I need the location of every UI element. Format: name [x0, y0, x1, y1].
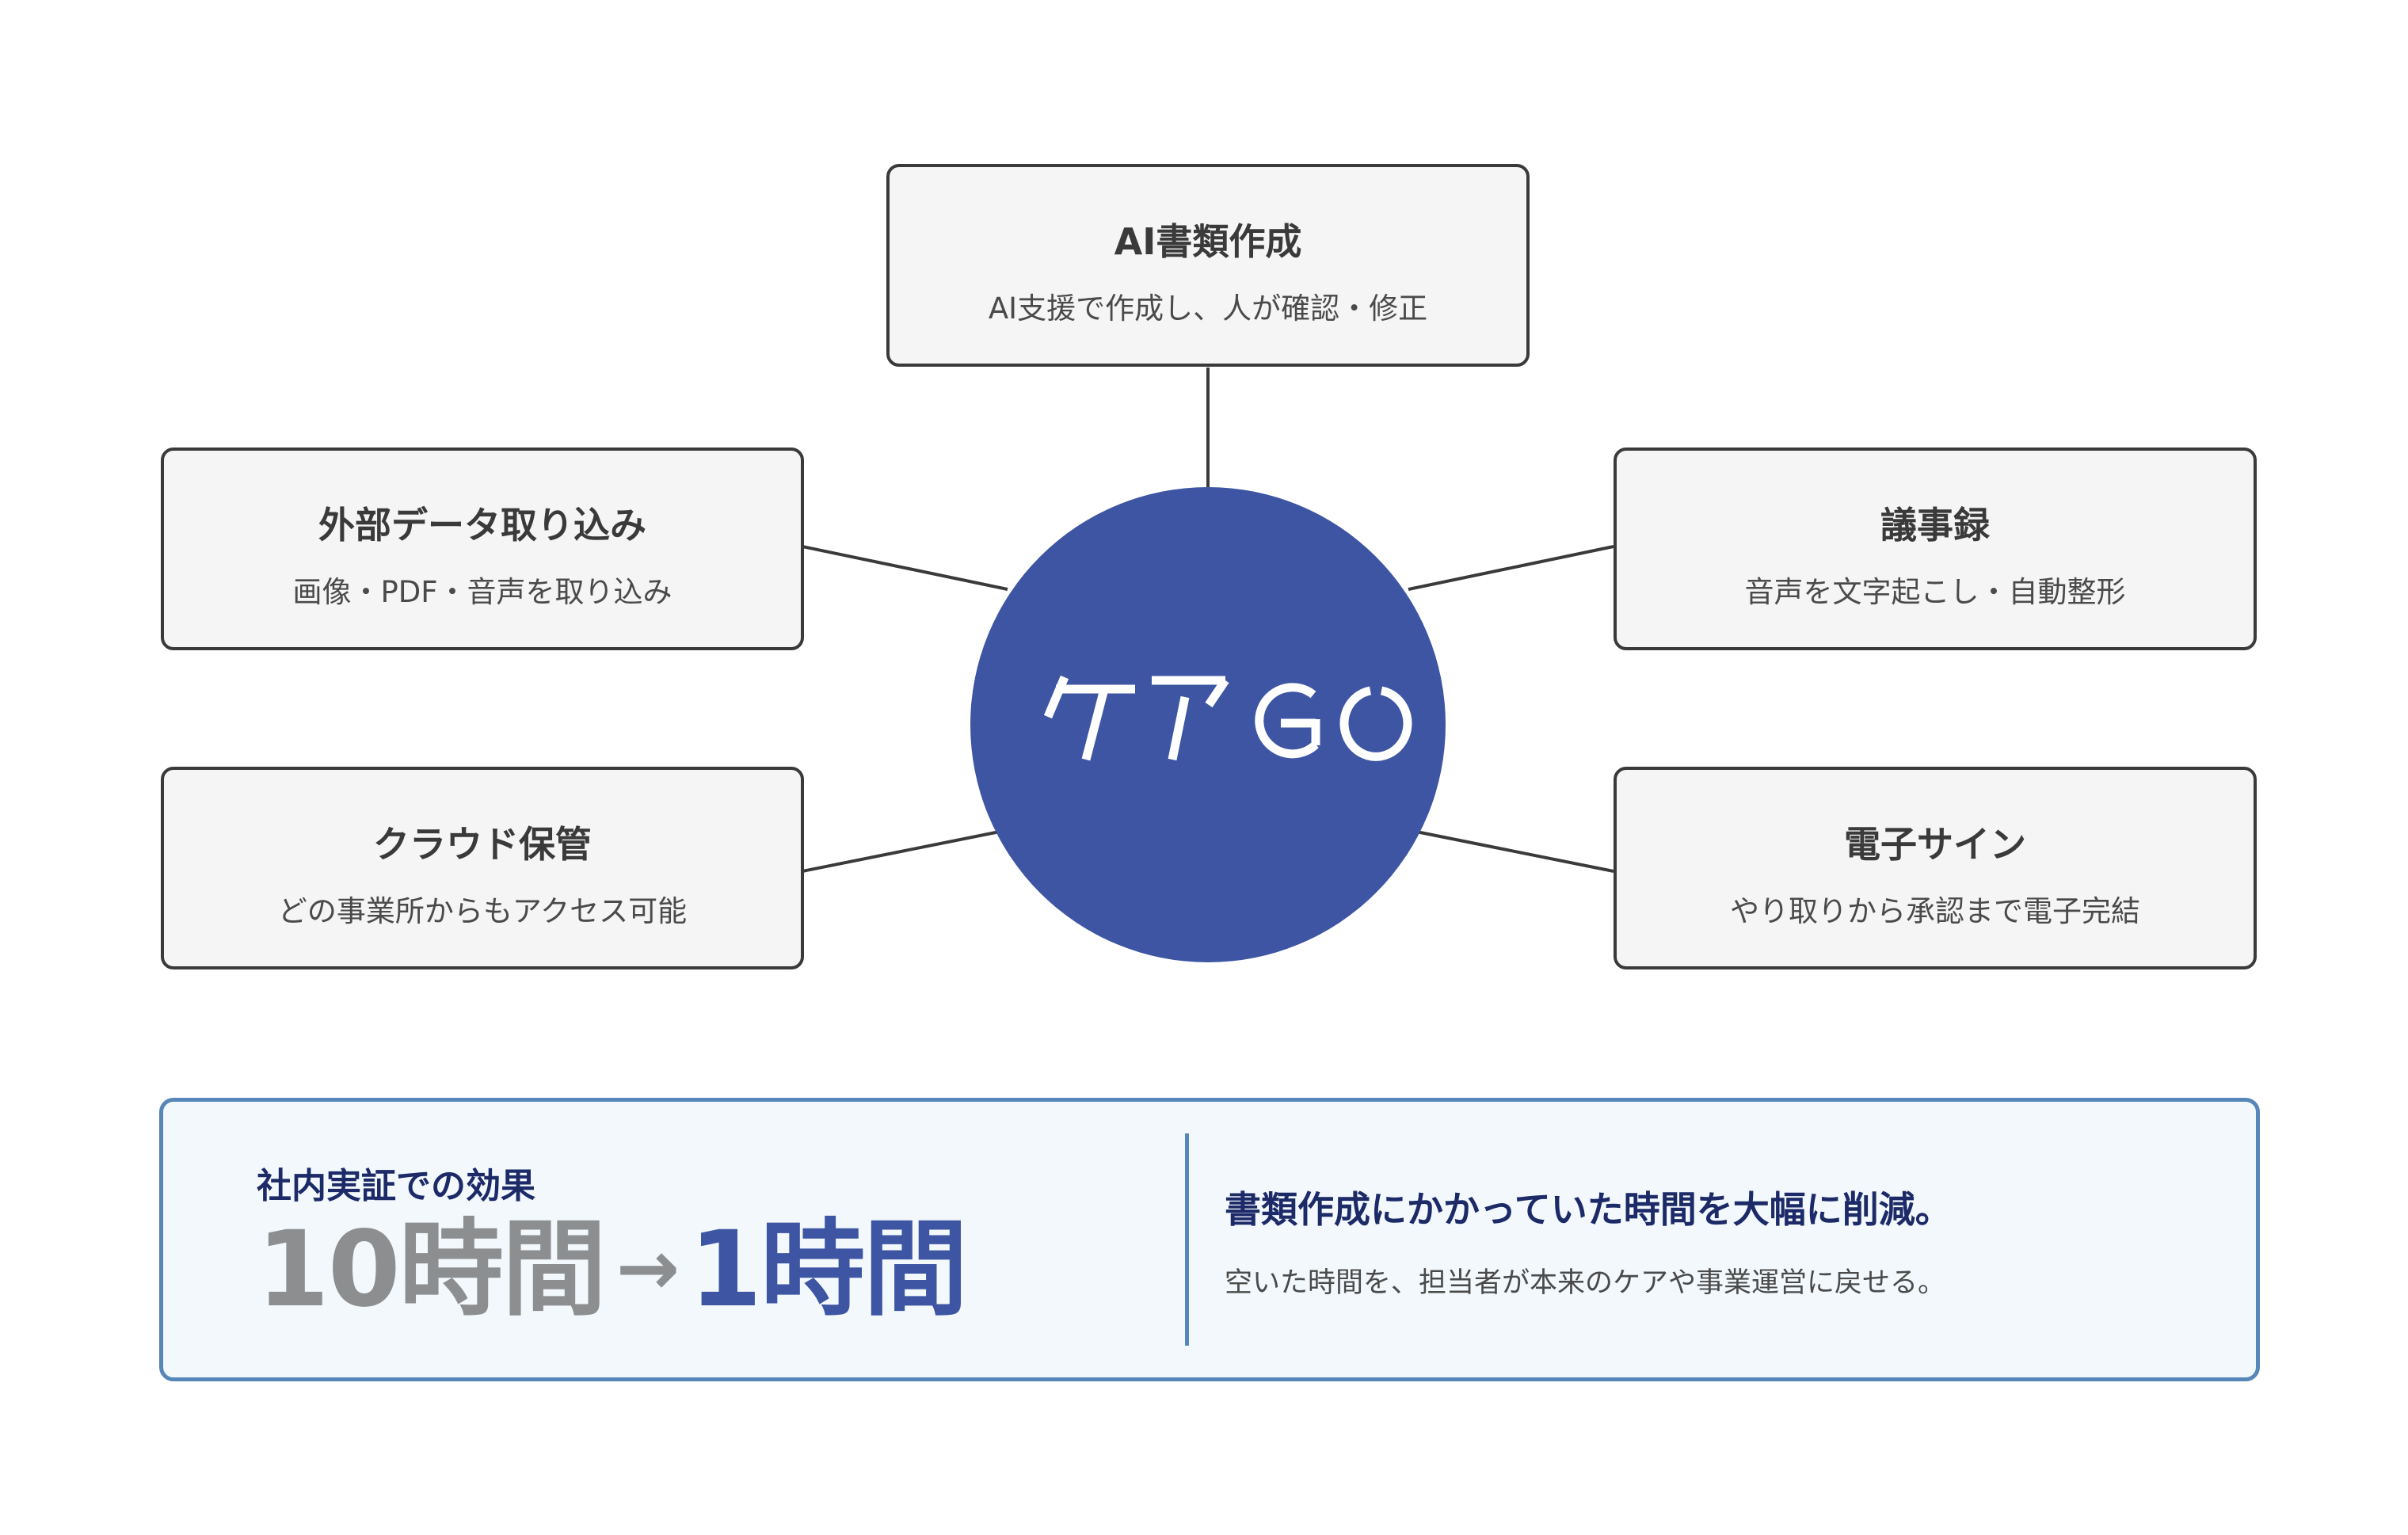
- arrow-icon: →: [615, 1224, 680, 1312]
- connector-e-signature: [1415, 830, 1614, 873]
- node-title: 外部データ取り込み: [318, 504, 646, 547]
- node-cloud-storage: クラウド保管 どの事業所からもアクセス可能: [161, 767, 804, 969]
- result-panel: 社内実証での効果 10時間→1時間 書類作成にかかっていた時間を大幅に削減。 空…: [159, 1098, 2260, 1381]
- node-description: 画像・PDF・音声を取り込み: [292, 575, 672, 609]
- care-go-logo: [1043, 675, 1412, 761]
- node-ai-docs: AI書類作成 AI支援で作成し、人が確認・修正: [886, 164, 1530, 367]
- node-title: クラウド保管: [373, 823, 592, 866]
- connector-external-data: [802, 545, 1008, 591]
- node-title: AI書類作成: [1114, 220, 1302, 263]
- node-title: 議事録: [1880, 504, 1990, 547]
- node-minutes: 議事録 音声を文字起こし・自動整形: [1614, 448, 2257, 650]
- connector-cloud-storage: [802, 830, 1000, 873]
- result-note: 空いた時間を、担当者が本来のケアや事業運営に戻せる。: [1225, 1267, 1946, 1299]
- node-description: どの事業所からもアクセス可能: [277, 894, 688, 928]
- after-value: 1時間: [689, 1209, 968, 1331]
- node-description: 音声を文字起こし・自動整形: [1744, 575, 2126, 609]
- node-e-signature: 電子サイン やり取りから承認まで電子完結: [1614, 767, 2257, 969]
- node-external-data: 外部データ取り込み 画像・PDF・音声を取り込み: [161, 448, 804, 650]
- before-value: 10時間: [257, 1209, 607, 1331]
- result-divider: [1185, 1133, 1189, 1346]
- connector-minutes: [1408, 545, 1614, 591]
- hub-circle: [970, 487, 1446, 962]
- node-title: 電子サイン: [1844, 823, 2026, 866]
- result-headline: 書類作成にかかっていた時間を大幅に削減。: [1225, 1188, 1952, 1231]
- result-label: 社内実証での効果: [257, 1166, 535, 1206]
- result-figures: 10時間→1時間: [257, 1212, 968, 1327]
- node-description: AI支援で作成し、人が確認・修正: [988, 291, 1428, 326]
- node-description: やり取りから承認まで電子完結: [1730, 894, 2140, 928]
